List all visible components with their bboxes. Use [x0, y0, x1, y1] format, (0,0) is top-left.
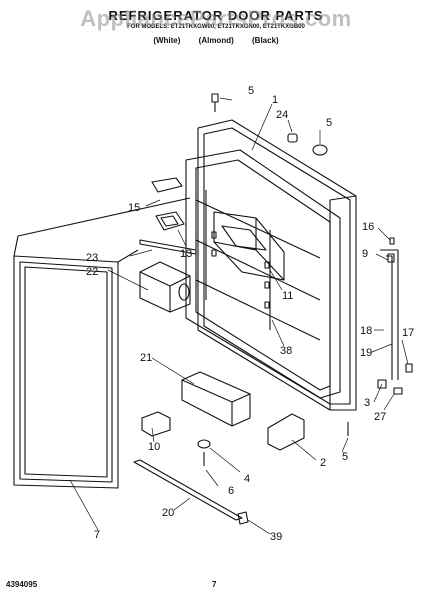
door-stop	[197, 439, 211, 449]
document-number: 4394095	[6, 580, 38, 589]
page-title: REFRIGERATOR DOOR PARTS	[108, 8, 324, 23]
door-gasket	[13, 197, 191, 489]
callout-8: 7	[94, 529, 100, 541]
top-screw	[211, 93, 219, 103]
bottom-trim	[133, 459, 243, 521]
callout-18: 18	[360, 325, 372, 337]
color-variants: (White) (Almond) (Black)	[0, 36, 432, 45]
trim-strip	[139, 239, 197, 255]
butter-door	[151, 177, 183, 193]
callout-3: 3	[364, 397, 370, 409]
callout-5-right: 5	[342, 451, 348, 463]
callout-24: 24	[276, 109, 288, 121]
end-cap	[237, 511, 249, 525]
door-handle	[377, 249, 413, 395]
callout-39: 39	[270, 531, 282, 543]
callout-7: 5	[326, 117, 332, 129]
models-line: FOR MODELS: ET21TKXGW00, ET21TKXGN00, ET…	[127, 24, 305, 30]
color-white: (White)	[153, 36, 181, 45]
callout-21: 20	[162, 507, 174, 519]
butter-frame	[155, 211, 185, 231]
callout-13: 13	[180, 248, 192, 260]
callout-20: 21	[140, 352, 152, 364]
dairy-compartment	[213, 211, 285, 281]
callout-16: 16	[362, 221, 374, 233]
callout-4: 4	[244, 473, 250, 485]
plug	[287, 133, 298, 143]
color-black: (Black)	[252, 36, 279, 45]
callout-15: 15	[128, 202, 140, 214]
door-liner	[185, 119, 357, 411]
callout-labels: 5 1 24 5 15 13 23 22 11 38 21 10 4 6 2 5…	[86, 85, 414, 543]
callout-6: 5	[248, 85, 254, 97]
handle-screw	[389, 237, 395, 245]
callout-1: 1	[272, 94, 278, 106]
page-number: 7	[212, 580, 217, 589]
callout-22: 22	[86, 266, 98, 278]
callout-11: 11	[282, 290, 293, 302]
callout-17: 17	[402, 327, 414, 339]
callout-10: 10	[148, 441, 160, 453]
callout-23: 23	[86, 252, 98, 264]
callout-38: 38	[280, 345, 292, 357]
callout-27: 27	[374, 411, 386, 423]
handle-bracket	[267, 413, 305, 451]
door-bin	[181, 371, 251, 427]
callout-9: 9	[362, 248, 368, 260]
callout-5: 6	[228, 485, 234, 497]
color-almond: (Almond)	[198, 36, 234, 45]
callout-2: 2	[320, 457, 326, 469]
cap	[312, 144, 328, 156]
hinge-cover	[141, 411, 171, 437]
can-rack	[139, 261, 191, 313]
callout-19: 19	[360, 347, 372, 359]
